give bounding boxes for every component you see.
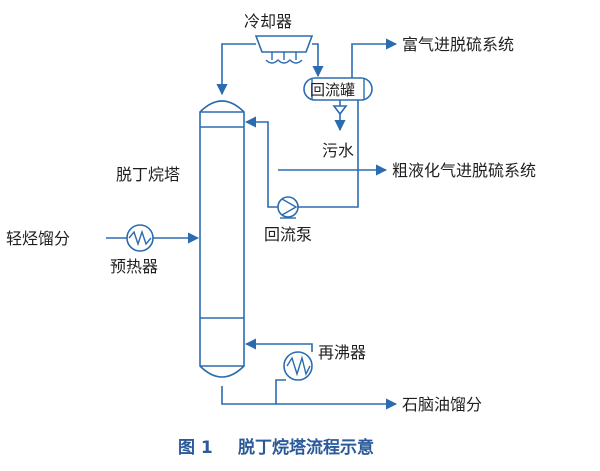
rich-gas-pipe: [351, 38, 398, 78]
column-label: 脱丁烷塔: [116, 165, 180, 184]
preheater-icon: [126, 224, 154, 252]
light-hc-label: 轻烃馏分: [6, 229, 70, 248]
reflux-drum-vessel: [303, 77, 373, 101]
reboiler-icon: [283, 351, 313, 381]
figure-title: 脱丁烷塔流程示意: [238, 437, 374, 458]
preheater-label: 预热器: [110, 257, 158, 276]
sewage-label: 污水: [322, 141, 354, 160]
overhead-vapor-pipe: [216, 43, 256, 96]
debutanizer-column: [199, 100, 245, 378]
cooler-label: 冷却器: [244, 12, 292, 31]
reboiler-return-pipe: [244, 338, 313, 352]
cooler-to-drum-pipe: [312, 43, 324, 78]
figure-number: 图 1: [178, 438, 213, 458]
reboiler-label: 再沸器: [318, 343, 366, 362]
drum-liquid-pipe: [298, 100, 359, 208]
crude-lpg-label: 粗液化气进脱硫系统: [392, 161, 536, 180]
reflux-drum-label: 回流罐: [310, 81, 355, 99]
naphtha-label: 石脑油馏分: [402, 395, 482, 414]
reflux-pump-label: 回流泵: [264, 225, 312, 244]
cooler-unit: [254, 35, 314, 64]
rich-gas-label: 富气进脱硫系统: [402, 35, 514, 54]
reboiler-feed-pipe: [221, 379, 286, 405]
water-boot-icon: [332, 105, 348, 116]
reflux-pump-icon: [277, 196, 299, 219]
reflux-return-pipe: [244, 116, 278, 208]
